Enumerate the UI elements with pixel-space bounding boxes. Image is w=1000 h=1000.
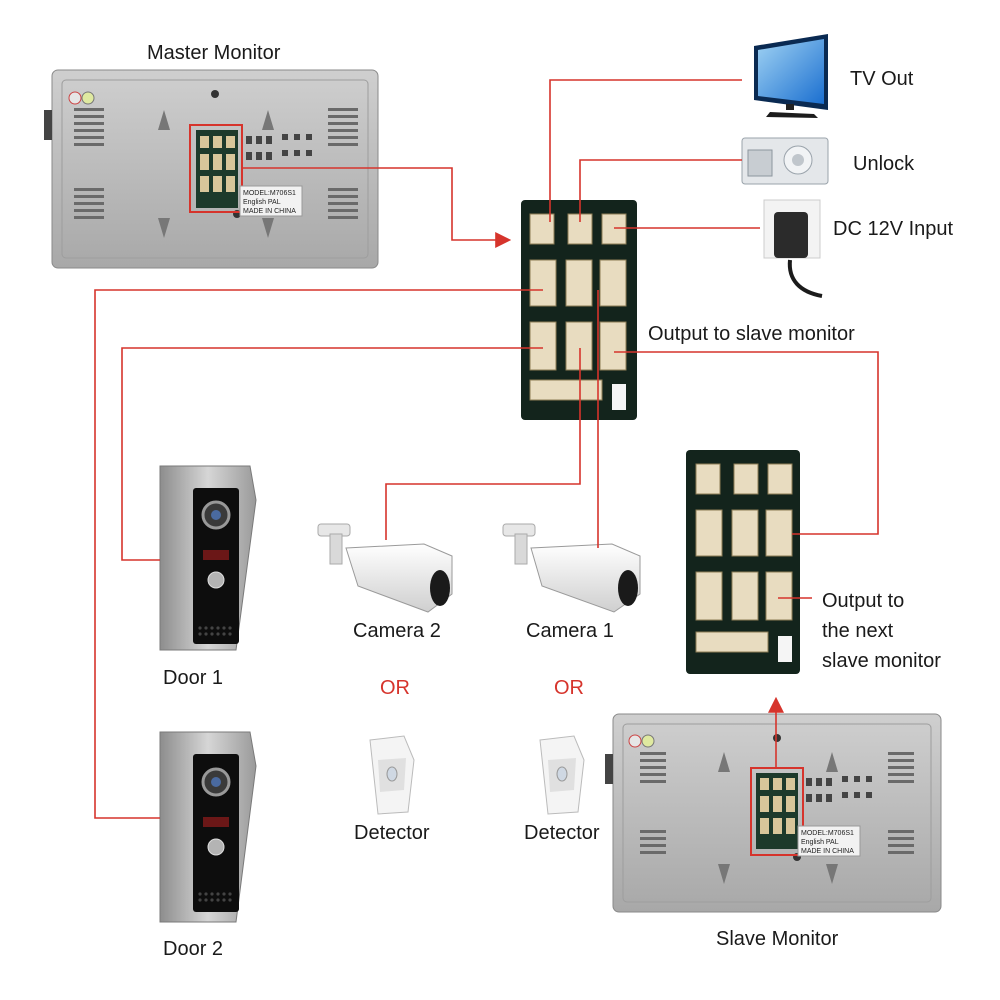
- output-slave-label: Output to slave monitor: [648, 323, 855, 345]
- slave-board: [686, 450, 800, 674]
- tv-out-label: TV Out: [850, 68, 914, 90]
- door-1-label: Door 1: [163, 667, 224, 689]
- or-left-label: OR: [380, 677, 410, 699]
- camera-1-label: Camera 1: [526, 620, 614, 642]
- power-adapter-icon: [763, 199, 823, 298]
- camera-2-label: Camera 2: [353, 620, 441, 642]
- master-monitor-label: Master Monitor: [147, 42, 281, 64]
- slave-monitor: MODEL:M706S1 English PAL MADE IN CHINA: [605, 713, 942, 913]
- unlock-label: Unlock: [853, 153, 915, 175]
- door-2-label: Door 2: [163, 938, 224, 960]
- dc-input-label: DC 12V Input: [833, 218, 954, 240]
- detector-right-icon: [539, 735, 585, 815]
- lock-icon: [741, 137, 829, 185]
- slave-sticker-lang: English PAL: [801, 839, 839, 846]
- camera-2-icon: [317, 523, 453, 613]
- wiring-board: [521, 200, 637, 420]
- sticker-model: MODEL:M706S1: [243, 190, 296, 197]
- door-station-2: [159, 731, 257, 923]
- detector-left-label: Detector: [354, 822, 430, 844]
- camera-1-icon: [502, 523, 641, 613]
- door-station-1: [159, 465, 257, 651]
- sticker-origin: MADE IN CHINA: [243, 208, 296, 215]
- wires: [94, 79, 879, 819]
- or-right-label: OR: [554, 677, 584, 699]
- master-monitor: MODEL:M706S1 English PAL MADE IN CHINA: [44, 69, 379, 269]
- sticker-lang: English PAL: [243, 199, 281, 206]
- slave-sticker-model: MODEL:M706S1: [801, 830, 854, 837]
- detector-right-label: Detector: [524, 822, 600, 844]
- detector-left-icon: [369, 735, 415, 815]
- slave-sticker-origin: MADE IN CHINA: [801, 848, 854, 855]
- slave-monitor-label: Slave Monitor: [716, 928, 839, 950]
- output-next-label: Output to the next slave monitor: [822, 590, 941, 672]
- tv-icon: [754, 34, 828, 118]
